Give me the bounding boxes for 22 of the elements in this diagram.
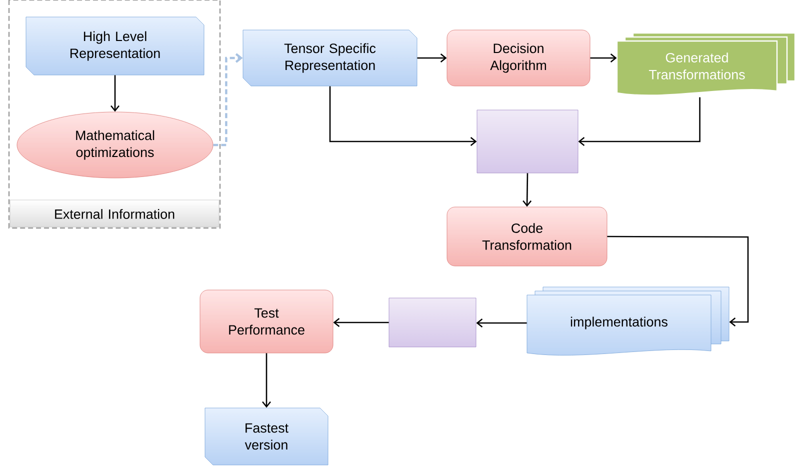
arrow [333, 318, 389, 327]
arrow [578, 97, 700, 146]
rounded-box: Decision Algorithm [446, 30, 590, 86]
arrow [522, 173, 532, 207]
rounded-box: Test Performance [200, 290, 334, 354]
arrow [607, 236, 749, 326]
arrow [213, 53, 243, 146]
ellipse-node: Mathematical optimizations [16, 112, 214, 178]
rounded-box: Code Transformation [446, 206, 608, 266]
arrow [110, 75, 120, 112]
arrow [417, 54, 447, 62]
snipped-box: Tensor Specific Representation [242, 30, 418, 86]
document-stack: implementations [526, 286, 730, 356]
arrow [262, 353, 271, 408]
process-box [388, 298, 476, 348]
arrow [590, 54, 617, 62]
arrow [476, 318, 527, 328]
arrow [329, 86, 477, 146]
snipped-box: Fastest version [204, 408, 328, 466]
snipped-box: High Level Representation [26, 16, 204, 76]
process-box [476, 110, 578, 174]
document-stack: Generated Transformations [616, 32, 796, 96]
